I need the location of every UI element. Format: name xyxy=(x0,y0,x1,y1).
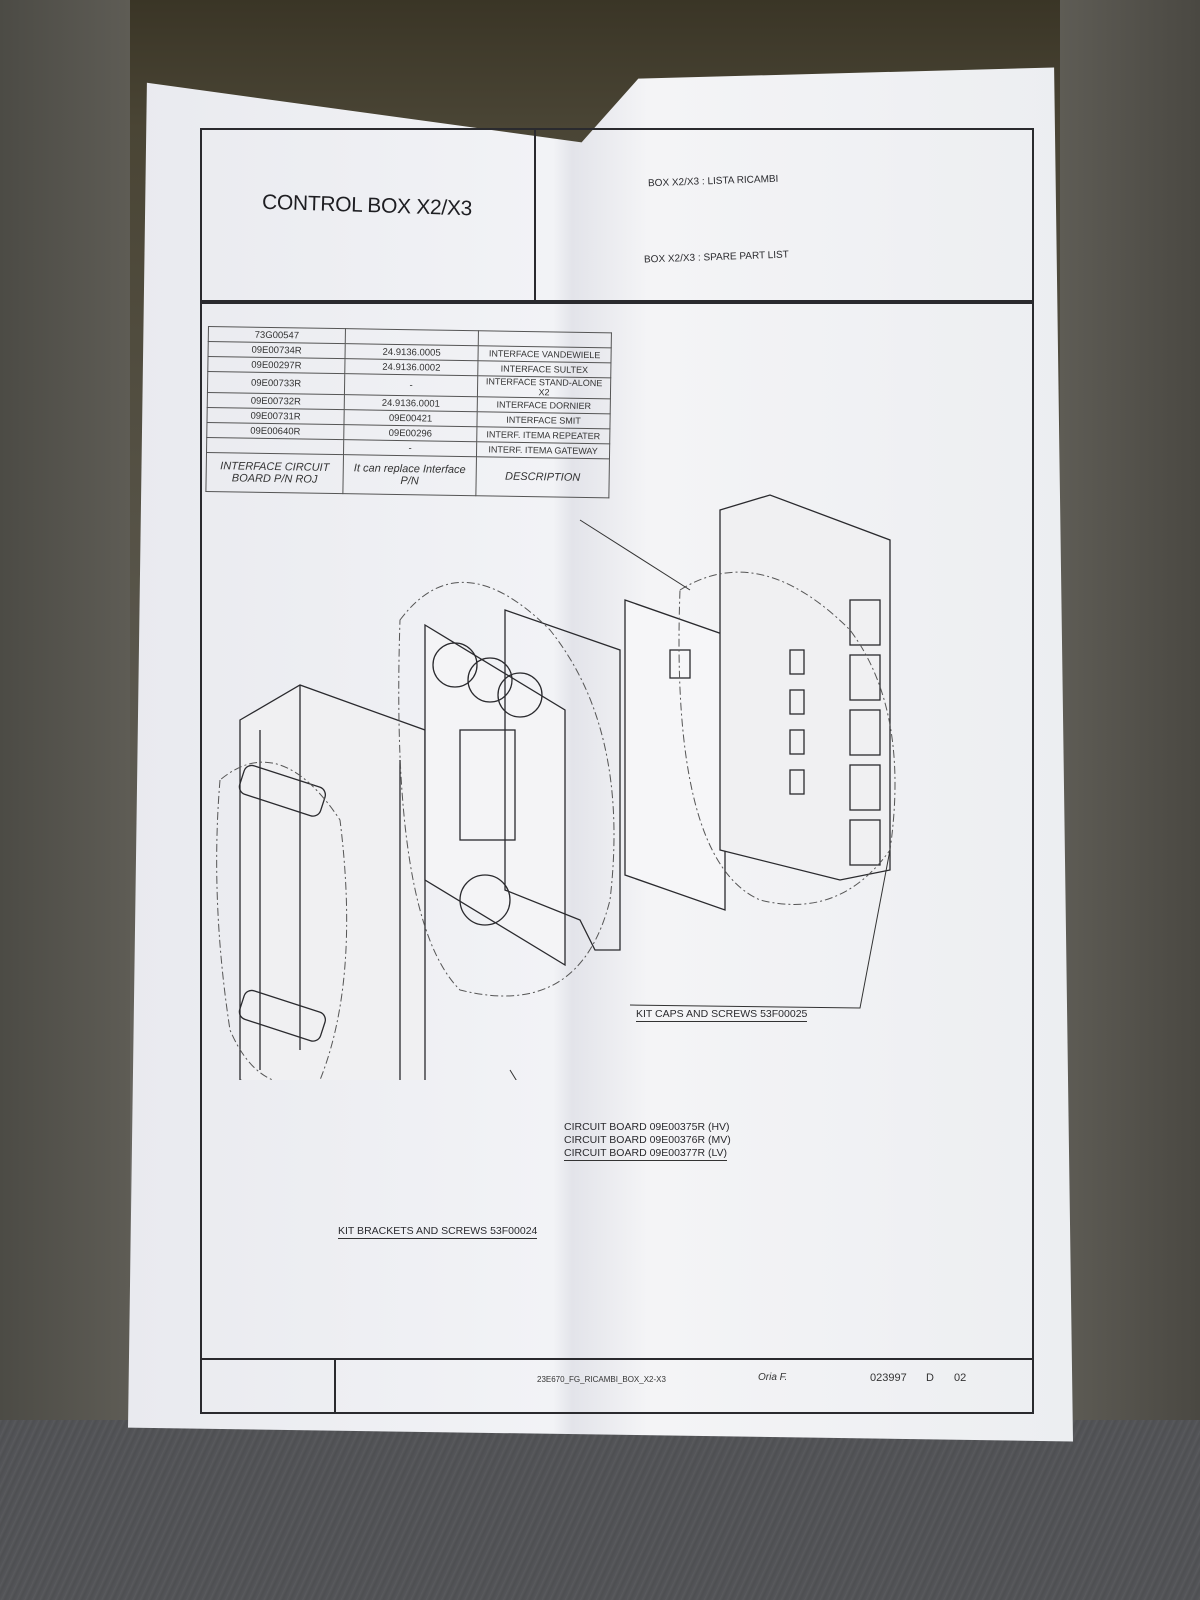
subtitle-italian: BOX X2/X3 : LISTA RICAMBI xyxy=(647,173,779,190)
cell-desc: INTERFACE STAND-ALONE X2 xyxy=(477,375,611,399)
cell-replace: - xyxy=(344,373,478,397)
footer-doc-number: 023997 xyxy=(870,1372,907,1384)
footer-author: Oria F. xyxy=(758,1372,788,1383)
background-left xyxy=(0,0,130,1600)
title-divider xyxy=(534,130,536,300)
document-title: CONTROL BOX X2/X3 xyxy=(261,190,473,221)
subtitle-english: BOX X2/X3 : SPARE PART LIST xyxy=(643,249,790,266)
footer-revision: D xyxy=(926,1372,934,1384)
cell-pn: 09E00733R xyxy=(207,371,345,395)
callout-circuit-board-hv: CIRCUIT BOARD 09E00375R (HV) xyxy=(564,1121,730,1133)
background-right xyxy=(1060,0,1200,1600)
title-block: CONTROL BOX X2/X3 BOX X2/X3 : LISTA RICA… xyxy=(200,128,1034,302)
callout-kit-caps: KIT CAPS AND SCREWS 53F00025 xyxy=(636,1008,808,1022)
background-metal-surface xyxy=(0,1420,1200,1600)
exploded-view-drawing xyxy=(216,494,896,1080)
callout-circuit-board-lv: CIRCUIT BOARD 09E00377R (LV) xyxy=(564,1147,728,1161)
footer-divider xyxy=(202,1358,1032,1360)
callout-kit-brackets: KIT BRACKETS AND SCREWS 53F00024 xyxy=(338,1225,538,1239)
footer-cell-divider xyxy=(334,1358,336,1412)
footer-sheet: 02 xyxy=(954,1372,967,1384)
drawing-frame: 23E670_FG_RICAMBI_BOX_X2-X3 Oria F. 0239… xyxy=(200,302,1034,1414)
footer-filename: 23E670_FG_RICAMBI_BOX_X2-X3 xyxy=(537,1375,666,1384)
callout-circuit-board-mv: CIRCUIT BOARD 09E00376R (MV) xyxy=(564,1134,731,1146)
